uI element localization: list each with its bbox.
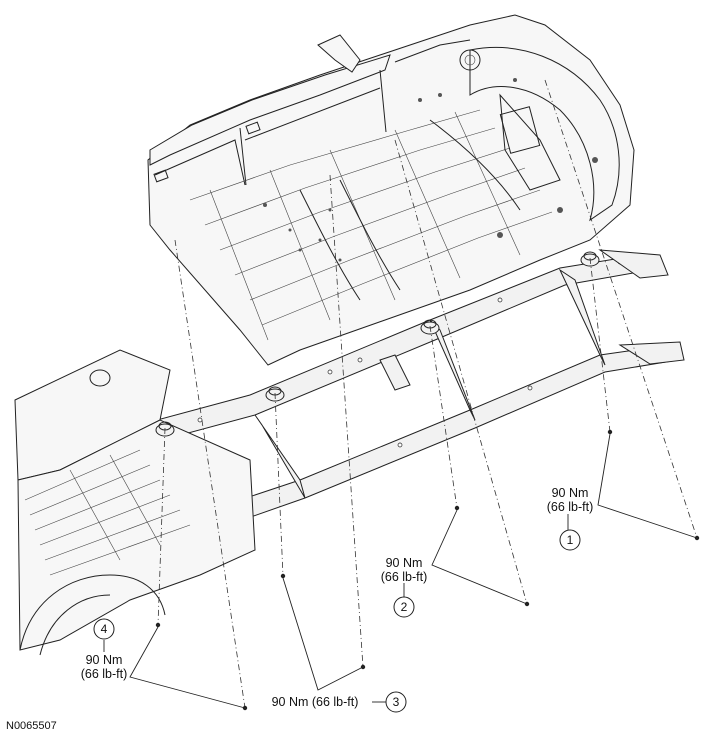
callout-4-torque-imperial: (66 lb-ft) bbox=[81, 667, 128, 681]
bolt-centerlines bbox=[157, 79, 698, 709]
callout-3: 90 Nm (66 lb-ft) 3 bbox=[272, 691, 407, 713]
pickup-bed bbox=[14, 349, 256, 656]
callout-1-torque-imperial: (66 lb-ft) bbox=[547, 500, 594, 514]
callout-3-circle bbox=[385, 691, 407, 713]
leader-lines bbox=[103, 433, 698, 709]
callout-4-circle bbox=[93, 618, 115, 640]
vehicle-frame bbox=[119, 249, 685, 541]
callout-4: 4 90 Nm (66 lb-ft) bbox=[81, 618, 128, 681]
callout-1-number: 1 bbox=[567, 533, 574, 547]
cab-body bbox=[147, 14, 635, 366]
document-id: N0065507 bbox=[6, 720, 57, 732]
callout-1-circle bbox=[559, 529, 581, 551]
callout-2-torque-imperial: (66 lb-ft) bbox=[381, 570, 428, 584]
callout-1: 90 Nm (66 lb-ft) 1 bbox=[547, 486, 594, 551]
callout-2-circle bbox=[393, 596, 415, 618]
callout-2: 90 Nm (66 lb-ft) 2 bbox=[381, 556, 428, 618]
callout-2-number: 2 bbox=[401, 600, 408, 614]
callout-1-torque: 90 Nm bbox=[552, 486, 589, 500]
callout-3-number: 3 bbox=[393, 695, 400, 709]
callout-4-number: 4 bbox=[101, 622, 108, 636]
callout-2-torque: 90 Nm bbox=[386, 556, 423, 570]
callout-3-torque: 90 Nm (66 lb-ft) bbox=[272, 695, 359, 709]
callout-4-torque: 90 Nm bbox=[86, 653, 123, 667]
